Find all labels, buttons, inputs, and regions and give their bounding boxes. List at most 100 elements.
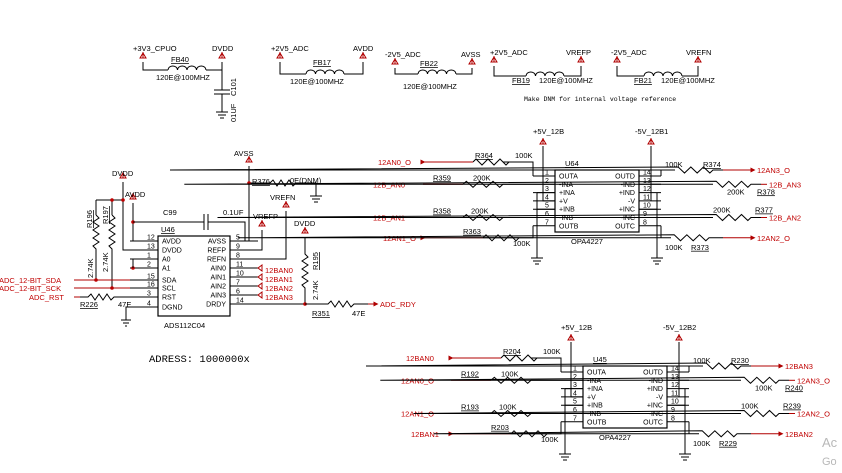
r197-value: 2.74K [101, 252, 110, 272]
opamp-in-value: 100K [501, 369, 519, 378]
ferrite-ref: FB21 [634, 76, 652, 85]
opamp-pin-number: 4 [545, 194, 549, 201]
opamp-pin-number: 1 [573, 366, 577, 373]
adc-pin-name: AIN1 [210, 275, 226, 282]
opamp-pin-name: OUTC [643, 419, 663, 426]
adc-pin-name: REFN [207, 257, 226, 264]
opamp-pin-number: 2 [573, 374, 577, 381]
opamp-pin-name: OUTD [643, 370, 663, 377]
adc-pin-number: 7 [236, 280, 240, 287]
opamp-net-in-d: 12AN3_O [797, 376, 830, 385]
opamp-in-ref: R358 [433, 207, 451, 216]
opamp-net-out-a: 12AN0_O [378, 158, 411, 167]
adc-pin-number: 3 [147, 291, 151, 298]
ferrite-fb22: -2V5_ADC AVSS FB22 120E@100MHZ [385, 50, 480, 91]
adc-chip-body [157, 235, 231, 317]
net-label: VREFP [566, 48, 591, 57]
ferrite-ref: FB22 [420, 59, 438, 68]
opamp-pin-name: +INA [559, 190, 575, 197]
opamp-net-out-a: 12BAN0 [406, 354, 434, 363]
opamp-in-ref: R239 [783, 402, 801, 411]
watermark-line-2: Go [822, 456, 837, 468]
opamp-u64: U64OPA42271OUTA14OUTD2-INA13-IND3+INA12+… [169, 127, 801, 265]
opamp-in-ref: R378 [757, 187, 775, 196]
opamp-in-value: 200K [727, 187, 745, 196]
watermark-line-1: Ac [822, 435, 838, 450]
opamp-pin-number: 4 [573, 390, 577, 397]
opamp-pin-number: 12 [643, 186, 651, 193]
opamp-pin-number: 6 [573, 407, 577, 414]
opamp-fb-ref: R374 [703, 160, 721, 169]
r196-ref: R196 [85, 210, 94, 228]
c99-ref: C99 [163, 208, 177, 217]
opamp-fb-value: 100K [693, 439, 711, 448]
opamp-vneg: -5V_12B2 [663, 323, 696, 332]
adc-pin-number: 8 [236, 253, 240, 260]
dnm-note: Make DNM for internal voltage reference [524, 96, 676, 103]
opamp-chip-body [554, 169, 640, 233]
opamp-fb-value: 100K [665, 160, 683, 169]
adc-ref: U46 [161, 225, 175, 234]
opamp-net-out-d: 12BAN3 [785, 362, 813, 371]
opamp-pin-name: OUTB [559, 223, 579, 230]
opamp-u45: U45OPA42271OUTA14OUTD2-INA13-IND3+INA12+… [365, 323, 830, 461]
opamp-pin-number: 3 [545, 186, 549, 193]
ferrite-value: 120E@100MHZ [156, 73, 210, 82]
adc-pin-name: AVDD [162, 239, 181, 246]
net-label: AVSS [461, 50, 480, 59]
ferrite-value: 120E@100MHZ [290, 77, 344, 86]
opamp-pin-name: OUTD [615, 174, 635, 181]
ferrite-value: 120E@100MHZ [661, 76, 715, 85]
opamp-pin-number: 1 [545, 170, 549, 177]
ferrite-value: 120E@100MHZ [539, 76, 593, 85]
cap-ref: C101 [229, 78, 238, 96]
ferrite-fb17: +2V5_ADC AVDD FB17 120E@100MHZ [271, 44, 374, 86]
net-rst: ADC_RST [29, 293, 64, 302]
r197-ref: R197 [101, 206, 110, 224]
adc-pin-name: SCL [162, 286, 176, 293]
net-label: -2V5_ADC [385, 50, 421, 59]
ferrite-value: 120E@100MHZ [403, 82, 457, 91]
opamp-pin-name: +INB [559, 207, 575, 214]
net-avdd: AVDD [125, 190, 146, 199]
c99-value: 0.1UF [223, 208, 244, 217]
adc-pin-number: 11 [236, 262, 243, 269]
net-vrefp: VREFP [253, 212, 278, 221]
adc-pin-name: DVDD [162, 248, 182, 255]
net-sda: ADC_12-BIT_SDA [0, 276, 61, 285]
ferrite-fb40: +3V3_CPUO DVDD FB40 120E@100MHZ C101 01U… [133, 44, 238, 122]
opamp-net-in-c: 12AN2_O [797, 410, 830, 419]
adc-pin-name: AIN0 [210, 266, 226, 273]
opamp-fb-value: 100K [543, 347, 561, 356]
opamp-fb-value: 100K [513, 239, 531, 248]
adc-pin-name: SDA [162, 278, 177, 285]
opamp-pin-name: OUTA [559, 174, 578, 181]
net-label: -2V5_ADC [611, 48, 647, 57]
r195-value: 2.74K [311, 280, 320, 300]
opamp-fb-value: 100K [665, 243, 683, 252]
adc-pin-name: AIN2 [210, 284, 226, 291]
opamp-pin-name: +INB [587, 403, 603, 410]
opamp-pin-number: 14 [671, 366, 679, 373]
r226-ref: R226 [80, 300, 98, 309]
ferrite-fb19: +2V5_ADC VREFP FB19 120E@100MHZ [490, 48, 593, 85]
opamp-pin-number: 7 [545, 219, 549, 226]
opamp-pin-name: +IND [647, 386, 663, 393]
opamp-pin-number: 7 [573, 415, 577, 422]
opamp-pin-number: 2 [545, 178, 549, 185]
opamp-pin-number: 10 [671, 399, 679, 406]
opamp-net-out-c: 12BAN2 [785, 430, 813, 439]
opamp-pin-name: +V [559, 198, 568, 205]
opamp-net-in-d: 12B_AN3 [769, 180, 801, 189]
opamp-pin-name: +INC [619, 207, 635, 214]
net-label: AVDD [353, 44, 374, 53]
adc-pin-number: 15 [147, 274, 155, 281]
opamp-pin-name: -INB [559, 215, 573, 222]
adc-pin-number: 10 [236, 271, 244, 278]
opamp-fb-ref: R364 [475, 151, 493, 160]
ferrite-ref: FB40 [171, 55, 189, 64]
opamp-in-ref: R377 [755, 206, 773, 215]
adc-pin-number: 6 [236, 289, 240, 296]
